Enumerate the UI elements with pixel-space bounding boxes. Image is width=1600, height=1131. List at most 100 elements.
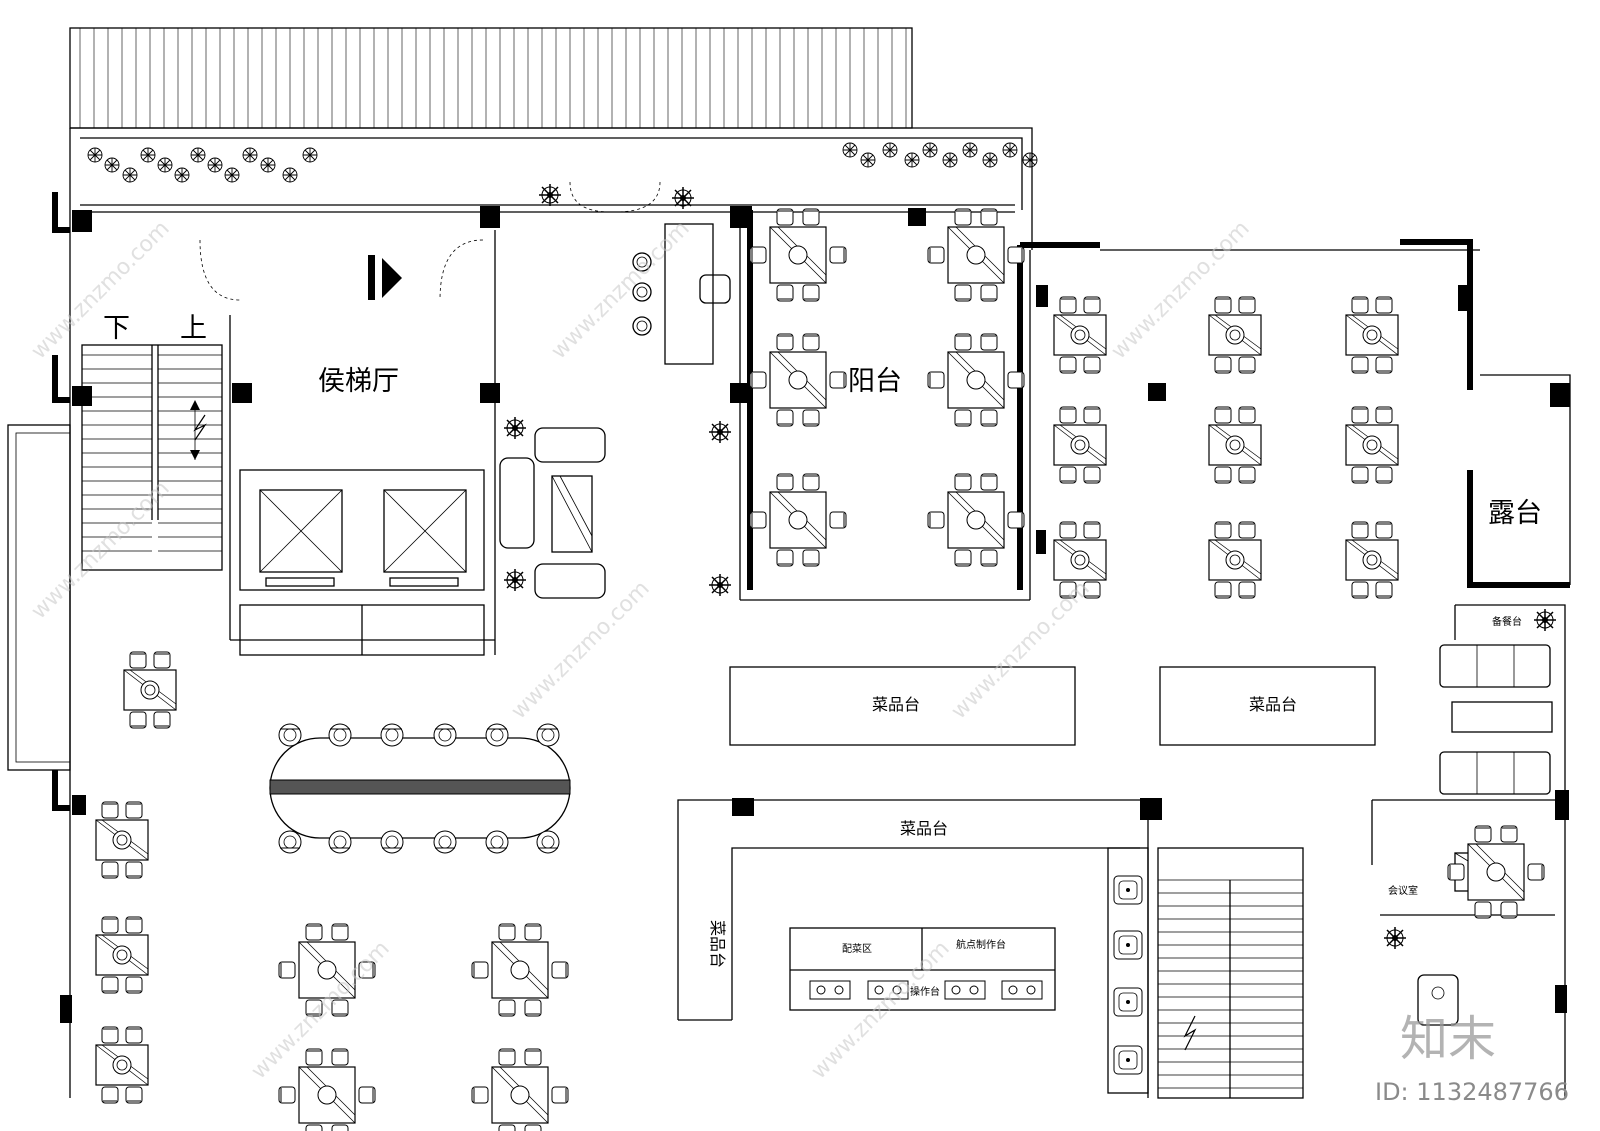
sink-icon [1113,930,1143,960]
banquet-chair [380,830,404,854]
planter-plants [87,142,1038,183]
dining-table-4 [1054,407,1106,483]
watermark-id: ID: 1132487766 [1375,1078,1569,1106]
shrub-icon [860,152,876,168]
dining-table-6 [472,924,568,1016]
banquet-chair [485,830,509,854]
shrub-icon [302,147,318,163]
dish-counter-2-label: 菜品台 [1249,695,1297,714]
banquet-chair [536,723,560,747]
plant-icon [1533,608,1557,632]
reception-lounge [499,181,731,599]
banquet-chair [328,723,352,747]
dish-counter-vertical-label: 菜品台 [708,920,727,968]
watermark-text-1: www.znzmo.com [27,216,175,364]
plant-icon [503,568,527,592]
sink-icon [1113,1045,1143,1075]
banquet-chair [278,830,302,854]
meeting-room-label: 会议室 [1388,884,1418,897]
watermark-logo: 知末 [1400,1011,1496,1067]
watermark-text-2: www.znzmo.com [547,216,695,364]
stove-icon [944,980,986,1000]
dining-table-4 [96,802,148,878]
room-label-balcony: 阳台 [848,366,902,397]
shrub-icon [104,157,120,173]
dining-table-4 [1054,297,1106,373]
shrub-icon [842,142,858,158]
banquet-chair [278,723,302,747]
dining-table-6 [928,209,1024,301]
stair-down-label: 下 [103,313,130,344]
banquet-chair [536,830,560,854]
kitchen-sinks [1113,875,1143,1075]
shrub-icon [87,147,103,163]
shrub-icon [224,167,240,183]
shrub-icon [904,152,920,168]
elevator-lobby [199,230,496,656]
shrub-icon [922,142,938,158]
shrub-icon [1002,142,1018,158]
dining-table-6 [279,1049,375,1131]
serving-station-label: 备餐台 [1492,615,1522,628]
dining-table-6 [928,474,1024,566]
operation-counter-label: 操作台 [910,985,940,998]
dish-counters [677,666,1376,1021]
plant-icon [708,420,732,444]
stair-left [81,344,223,571]
stair-up-label: 上 [180,313,207,344]
shrub-icon [190,147,206,163]
shrub-icon [882,142,898,158]
dining-table-4 [96,917,148,993]
plant-icon [671,186,695,210]
dining-table-4 [1209,522,1261,598]
shrub-icon [1022,152,1038,168]
banquet-chair [433,830,457,854]
shrub-icon [942,152,958,168]
dining-table-6 [750,209,846,301]
dish-counter-1-label: 菜品台 [872,695,920,714]
dining-table-6 [750,474,846,566]
room-label-terrace: 露台 [1488,498,1542,529]
sink-icon [1113,875,1143,905]
banquet-table [269,723,571,854]
dining-table-4 [96,1027,148,1103]
right-rooms [1371,644,1565,1026]
shrub-icon [242,147,258,163]
dining-table-4 [124,652,176,728]
plant-icon [503,416,527,440]
plant-icon [1383,926,1407,950]
banquet-chair [433,723,457,747]
shrub-icon [122,167,138,183]
dining-table-6 [750,334,846,426]
dining-table-4 [1346,407,1398,483]
stove-icon [1001,980,1043,1000]
shrub-icon [260,157,276,173]
shrub-icon [207,157,223,173]
banquet-chair [328,830,352,854]
shrub-icon [174,167,190,183]
dining-table-6 [1448,826,1544,918]
room-label-elevator-lobby: 侯梯厅 [318,366,399,397]
dining-table-4 [1209,407,1261,483]
shrub-icon [962,142,978,158]
dining-table-4 [1346,522,1398,598]
exterior-walls [7,127,1571,1098]
shrub-icon [157,157,173,173]
banquet-chair [485,723,509,747]
watermark-text-6: www.znzmo.com [947,576,1095,724]
shrub-icon [140,147,156,163]
kitchen-area [1107,810,1304,1099]
shrub-icon [982,152,998,168]
banquet-chair [380,723,404,747]
watermark-text-4: www.znzmo.com [27,476,175,624]
plant-icon [538,183,562,207]
plant-icon [708,573,732,597]
dining-table-4 [1346,297,1398,373]
stove-icon [809,980,851,1000]
dish-counter-3-label: 菜品台 [900,819,948,838]
sink-icon [1113,987,1143,1017]
dining-table-6 [928,334,1024,426]
noodle-station-label: 航点制作台 [956,938,1006,951]
dining-table-4 [1209,297,1261,373]
